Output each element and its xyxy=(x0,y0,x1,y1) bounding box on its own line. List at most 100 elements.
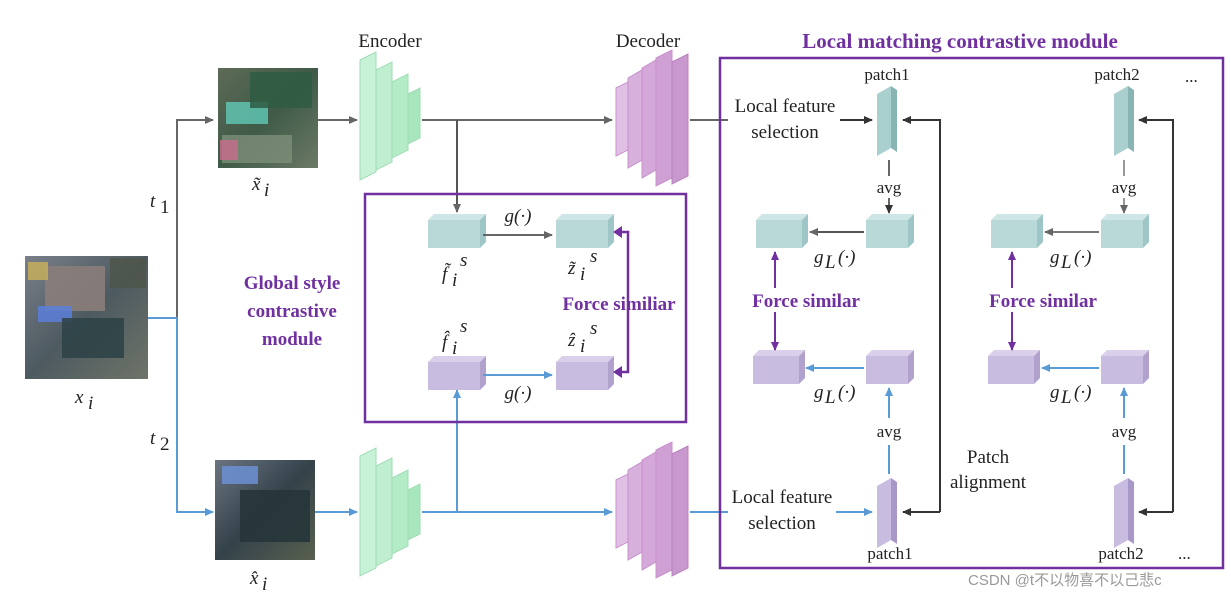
patch1-alignment-arrow-top xyxy=(902,116,941,512)
svg-text:x: x xyxy=(74,387,84,408)
decoder-label: Decoder xyxy=(616,31,681,52)
t2-label: t 2 xyxy=(150,428,170,455)
svg-text:s: s xyxy=(460,250,467,271)
svg-text:i: i xyxy=(580,336,585,357)
global-force-arrowhead-top xyxy=(613,226,622,238)
svg-text:2: 2 xyxy=(160,434,170,455)
svg-text:ẑ: ẑ xyxy=(567,330,576,351)
svg-text:g: g xyxy=(814,247,824,268)
avg-top-p1-label: avg xyxy=(877,178,902,197)
patch1-top-label: patch1 xyxy=(864,65,909,84)
g-label-bottom: g(·) xyxy=(505,383,532,404)
local-module-box xyxy=(718,56,1225,570)
decoder-top xyxy=(615,49,689,187)
svg-text:1: 1 xyxy=(160,197,170,218)
svg-text:t: t xyxy=(150,191,156,212)
svg-text:z̃: z̃ xyxy=(567,258,577,279)
xi-hat-sub: i xyxy=(262,574,267,595)
patch-alignment-line2: alignment xyxy=(950,472,1027,493)
decoder-bottom xyxy=(615,441,689,579)
svg-text:g: g xyxy=(1050,247,1060,268)
encoder-bottom xyxy=(359,447,421,577)
p1-proj-bottom-box xyxy=(753,350,805,384)
g-label-top: g(·) xyxy=(505,206,532,227)
global-module-box xyxy=(363,192,688,424)
svg-text:g: g xyxy=(1050,382,1060,403)
svg-text:g: g xyxy=(814,382,824,403)
avg-top-p2-label: avg xyxy=(1112,178,1137,197)
xi-label: x i xyxy=(74,387,93,414)
avg-bottom-p2-label: avg xyxy=(1112,422,1137,441)
svg-text:s: s xyxy=(460,316,467,337)
svg-text:s: s xyxy=(590,246,597,267)
svg-text:(·): (·) xyxy=(1074,382,1091,403)
svg-text:i: i xyxy=(452,270,457,291)
p1-avg-bottom-box xyxy=(866,350,914,384)
z-tilde-label: z̃ i s xyxy=(567,246,597,285)
patch2-alignment-arrow-top xyxy=(1138,116,1174,512)
branch-t2-arrow xyxy=(148,317,214,516)
encoder-top xyxy=(359,51,421,181)
p1-avg-top-box xyxy=(866,214,914,248)
local-feature-top-line2: selection xyxy=(751,122,819,143)
svg-text:L: L xyxy=(1060,387,1072,408)
avg-bottom-p1-label: avg xyxy=(877,422,902,441)
p2-force-similar-label: Force similar xyxy=(989,291,1097,312)
svg-text:f̃: f̃ xyxy=(442,263,452,285)
f-tilde-box xyxy=(428,214,486,248)
svg-text:(·): (·) xyxy=(1074,247,1091,268)
local-module-title: Local matching contrastive module xyxy=(802,29,1118,53)
p2-avg-bottom-box xyxy=(1101,350,1149,384)
local-feature-bottom-line2: selection xyxy=(748,513,816,534)
p2-force-bg xyxy=(982,288,1106,312)
svg-text:(·): (·) xyxy=(838,382,855,403)
p1-gl-label-top: g L (·) xyxy=(814,247,855,273)
patch2-bottom-label: patch2 xyxy=(1098,544,1143,563)
patch2-bottom xyxy=(1114,478,1134,548)
z-hat-box xyxy=(556,356,614,390)
input-image xyxy=(25,256,148,379)
p2-gl-label-top: g L (·) xyxy=(1050,247,1091,273)
augmented-image-tilde xyxy=(218,68,318,168)
local-feature-top-line1: Local feature xyxy=(735,96,836,117)
global-title-line3: module xyxy=(262,329,322,350)
p1-gl-label-bottom: g L (·) xyxy=(814,382,855,408)
patch-ellipsis-top: ... xyxy=(1185,67,1198,86)
encoder-label: Encoder xyxy=(358,31,422,52)
svg-text:(·): (·) xyxy=(838,247,855,268)
svg-text:L: L xyxy=(1060,252,1072,273)
f-hat-label: f̂ i s xyxy=(442,316,467,359)
t1-label: t 1 xyxy=(150,191,170,218)
svg-text:i: i xyxy=(452,338,457,359)
global-title-line1: Global style xyxy=(244,273,341,294)
z-tilde-box xyxy=(556,214,614,248)
p2-avg-top-box xyxy=(1101,214,1149,248)
p2-proj-top-box xyxy=(991,214,1043,248)
svg-text:L: L xyxy=(824,252,836,273)
f-tilde-label: f̃ i s xyxy=(442,250,467,291)
svg-text:f̂: f̂ xyxy=(442,331,451,353)
patch1-bottom xyxy=(877,478,897,548)
patch-ellipsis-bottom: ... xyxy=(1178,544,1191,563)
p1-force-bg xyxy=(746,288,870,312)
z-hat-label: ẑ i s xyxy=(567,318,597,357)
svg-text:s: s xyxy=(590,318,597,339)
svg-text:i: i xyxy=(88,393,93,414)
global-title-line2: contrastive xyxy=(247,301,337,322)
svg-text:t: t xyxy=(150,428,156,449)
patch1-bottom-label: patch1 xyxy=(867,544,912,563)
f-hat-box xyxy=(428,356,486,390)
watermark: CSDN @t不以物喜不以己悲c xyxy=(968,572,1162,589)
p1-proj-top-box xyxy=(756,214,808,248)
global-force-arrowhead-bottom xyxy=(613,366,622,378)
p2-proj-bottom-box xyxy=(988,350,1040,384)
global-force-similar-label: Force similiar xyxy=(562,294,676,315)
xi-tilde-label: x̃ xyxy=(251,174,261,195)
local-feature-bottom-line1: Local feature xyxy=(732,487,833,508)
xi-hat-label: x̂ xyxy=(249,568,259,589)
p2-gl-label-bottom: g L (·) xyxy=(1050,382,1091,408)
xi-tilde-sub: i xyxy=(264,180,269,201)
patch-alignment-line1: Patch xyxy=(967,447,1010,468)
patch2-top-label: patch2 xyxy=(1094,65,1139,84)
